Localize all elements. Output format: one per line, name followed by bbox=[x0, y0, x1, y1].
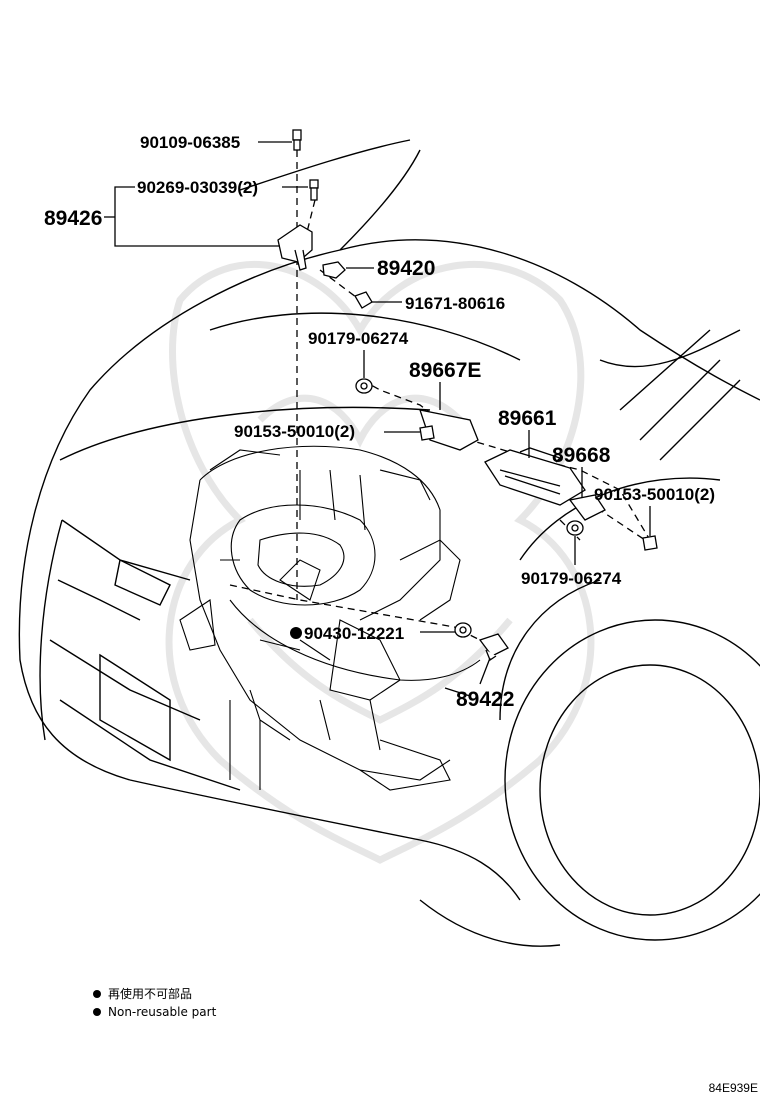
bolt-90153-left bbox=[419, 425, 435, 441]
legend-dot-icon bbox=[93, 1008, 101, 1016]
nut-90179-upper bbox=[355, 378, 373, 394]
legend-row-japanese: 再使用不可部品 bbox=[93, 985, 216, 1003]
parts bbox=[277, 129, 658, 661]
figure-code: 84E939E bbox=[708, 1081, 758, 1095]
bracket-89668 bbox=[568, 494, 606, 521]
non-reusable-dot bbox=[290, 627, 302, 639]
bracket-89426 bbox=[277, 224, 313, 271]
label-90153-left: 90153-50010(2) bbox=[234, 422, 355, 441]
label-90179-upper: 90179-06274 bbox=[308, 329, 409, 348]
legend-row-english: Non-reusable part bbox=[93, 1003, 216, 1021]
gasket-90430 bbox=[454, 622, 472, 638]
label-90179-lower: 90179-06274 bbox=[521, 569, 622, 588]
bolt-90153-right bbox=[642, 535, 658, 551]
label-90153-right: 90153-50010(2) bbox=[594, 485, 715, 504]
label-89661: 89661 bbox=[498, 407, 557, 430]
vehicle-body bbox=[18, 139, 760, 947]
label-89426: 89426 bbox=[44, 207, 102, 230]
label-89668: 89668 bbox=[552, 444, 611, 467]
engine-assembly bbox=[179, 445, 481, 791]
legend-japanese-text: 再使用不可部品 bbox=[108, 987, 193, 1001]
ecu-89661 bbox=[484, 447, 586, 506]
nut-90179-lower bbox=[566, 520, 584, 536]
legend-english-text: Non-reusable part bbox=[108, 1005, 217, 1019]
watermark-emblem bbox=[165, 260, 595, 864]
part-labels: 90109-06385 90269-03039(2) 89426 89420 9… bbox=[44, 133, 715, 711]
label-89422: 89422 bbox=[456, 688, 514, 711]
label-90109: 90109-06385 bbox=[140, 133, 240, 152]
leader-lines bbox=[104, 141, 651, 697]
label-89667e: 89667E bbox=[409, 359, 481, 382]
sensor-89420 bbox=[322, 261, 346, 279]
label-91671: 91671-80616 bbox=[405, 294, 505, 313]
label-90269: 90269-03039(2) bbox=[137, 178, 258, 197]
bolt-91671 bbox=[354, 291, 373, 309]
screw-90269 bbox=[309, 179, 319, 201]
sensor-89422 bbox=[478, 633, 509, 661]
legend-dot-icon bbox=[93, 990, 101, 998]
label-89420: 89420 bbox=[377, 257, 435, 280]
bolt-90109 bbox=[292, 129, 302, 151]
label-90430: 90430-12221 bbox=[304, 624, 404, 643]
legend: 再使用不可部品 Non-reusable part bbox=[93, 985, 216, 1021]
